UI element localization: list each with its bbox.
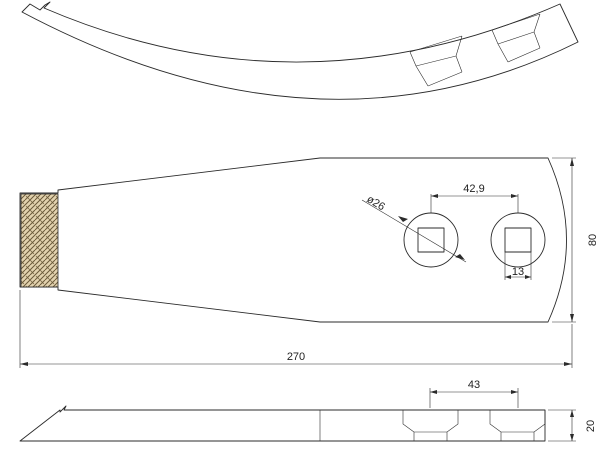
side-hole-profile-left [402, 410, 459, 441]
side-spacing-label: 43 [468, 379, 480, 391]
square-hole-right [504, 227, 532, 253]
top-view [21, 1, 579, 100]
square-arrow-left [505, 275, 511, 279]
length-label: 270 [287, 351, 305, 363]
hole-spacing-arrow-right [511, 194, 518, 198]
diameter-arrow-top [398, 216, 408, 222]
side-hole-profile-right [489, 410, 546, 441]
side-spacing-arrow-left [430, 390, 437, 394]
length-arrow-right [564, 362, 572, 366]
thickness-arrow-bottom [570, 434, 574, 441]
bolt-hole-left [403, 212, 459, 268]
height-arrow-bottom [570, 314, 574, 322]
side-spacing-arrow-right [511, 390, 518, 394]
diameter-leader [361, 199, 467, 263]
height-label: 80 [587, 234, 599, 246]
bolt-hole-right [490, 212, 546, 268]
hole-spacing-arrow-left [431, 194, 438, 198]
side-view: 43 20 [19, 379, 597, 442]
height-arrow-top [570, 158, 574, 166]
front-view-outline [19, 157, 567, 323]
top-hole-profile-right [491, 13, 541, 63]
hardfacing-area [20, 193, 59, 288]
hole-diameter-label: ø26 [364, 193, 386, 213]
square-hole-left [417, 227, 445, 253]
hole-spacing-label: 42,9 [463, 183, 484, 195]
top-hole-profile-left [409, 35, 463, 87]
square-arrow-right [525, 275, 531, 279]
diameter-arrow-bottom [455, 254, 465, 260]
side-view-outline [19, 405, 546, 442]
top-view-outline [21, 1, 579, 100]
length-arrow-left [20, 362, 28, 366]
thickness-arrow-top [570, 410, 574, 417]
thickness-label: 20 [585, 420, 597, 432]
square-hole-label: 13 [512, 266, 524, 278]
front-view: ø26 42,9 13 80 270 [19, 157, 599, 368]
